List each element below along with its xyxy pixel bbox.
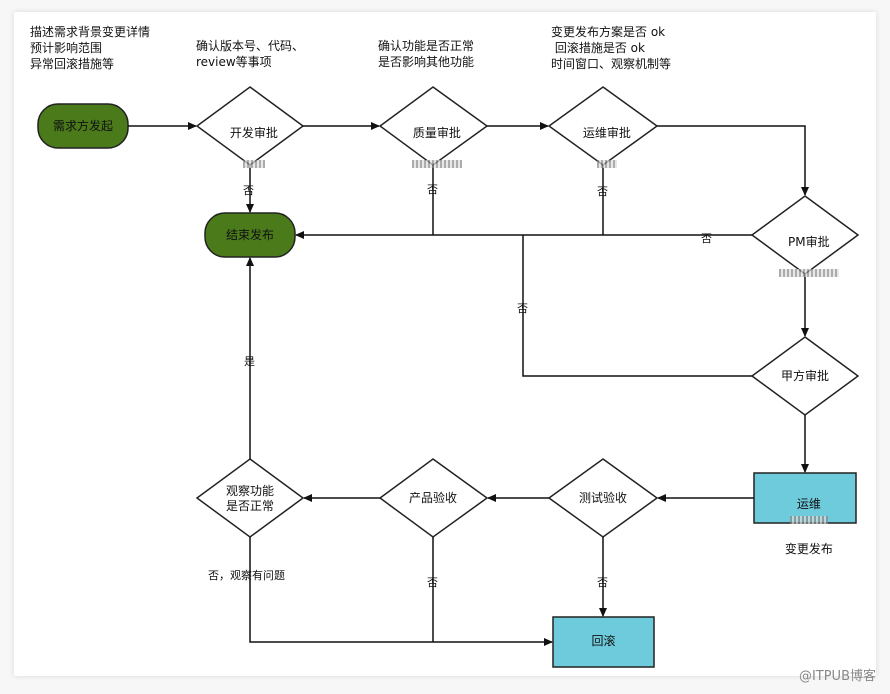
label-qa: 质量审批 xyxy=(388,111,478,171)
label-dev-text: 开发审批 xyxy=(229,126,278,140)
label-product: 产品验收 xyxy=(408,491,457,505)
edge-label-pm-no: 否 xyxy=(701,232,712,245)
label-client: 甲方审批 xyxy=(780,369,829,383)
label-pm-text: PM审批 xyxy=(788,235,830,249)
label-start: 需求方发起 xyxy=(52,119,113,133)
node-rollback xyxy=(552,616,655,668)
label-ops: 运维审批 xyxy=(558,111,648,171)
label-end: 结束发布 xyxy=(225,228,274,242)
label-ops-text: 运维审批 xyxy=(582,126,631,140)
note-dev: 确认版本号、代码、 review等事项 xyxy=(196,39,305,69)
watermark: @ITPUB博客 xyxy=(798,669,876,684)
edge-label-observe-yes: 是 xyxy=(244,355,255,368)
label-pm: PM审批 xyxy=(760,220,850,280)
edge-label-test-no: 否 xyxy=(597,576,608,589)
label-deploy-line1: 运维 xyxy=(796,497,821,511)
edge-label-qa-no: 否 xyxy=(427,183,438,196)
label-rollback: 回滚 xyxy=(591,634,616,648)
redacted-mark xyxy=(789,515,828,524)
redacted-mark xyxy=(596,159,617,168)
note-request: 描述需求背景变更详情 预计影响范围 异常回滚措施等 xyxy=(30,25,151,71)
edge-label-product-no: 否 xyxy=(427,576,438,589)
redacted-mark xyxy=(778,268,839,277)
edge-observe-rollback xyxy=(249,537,553,646)
edge-label-dev-no: 否 xyxy=(243,184,254,197)
label-observe: 观察功能 是否正常 xyxy=(225,484,274,513)
label-test: 测试验收 xyxy=(578,491,627,505)
note-ops: 变更发布方案是否 ok 回滚措施是否 ok 时间窗口、观察机制等 xyxy=(551,25,672,71)
label-deploy-line2: 变更发布 xyxy=(784,542,833,556)
redacted-mark xyxy=(411,159,462,168)
note-qa: 确认功能是否正常 是否影响其他功能 xyxy=(378,39,475,69)
edge-ops-pm xyxy=(657,125,809,196)
label-qa-text: 质量审批 xyxy=(412,126,461,140)
label-dev: 开发审批 xyxy=(205,111,295,171)
edge-label-ops-no: 否 xyxy=(597,185,608,198)
redacted-mark xyxy=(242,159,265,168)
edge-client-end xyxy=(522,235,752,377)
edge-label-client-no: 否 xyxy=(517,302,528,315)
label-deploy: 运维 变更发布 xyxy=(754,482,856,557)
edge-label-observe-no: 否，观察有问题 xyxy=(208,569,285,582)
